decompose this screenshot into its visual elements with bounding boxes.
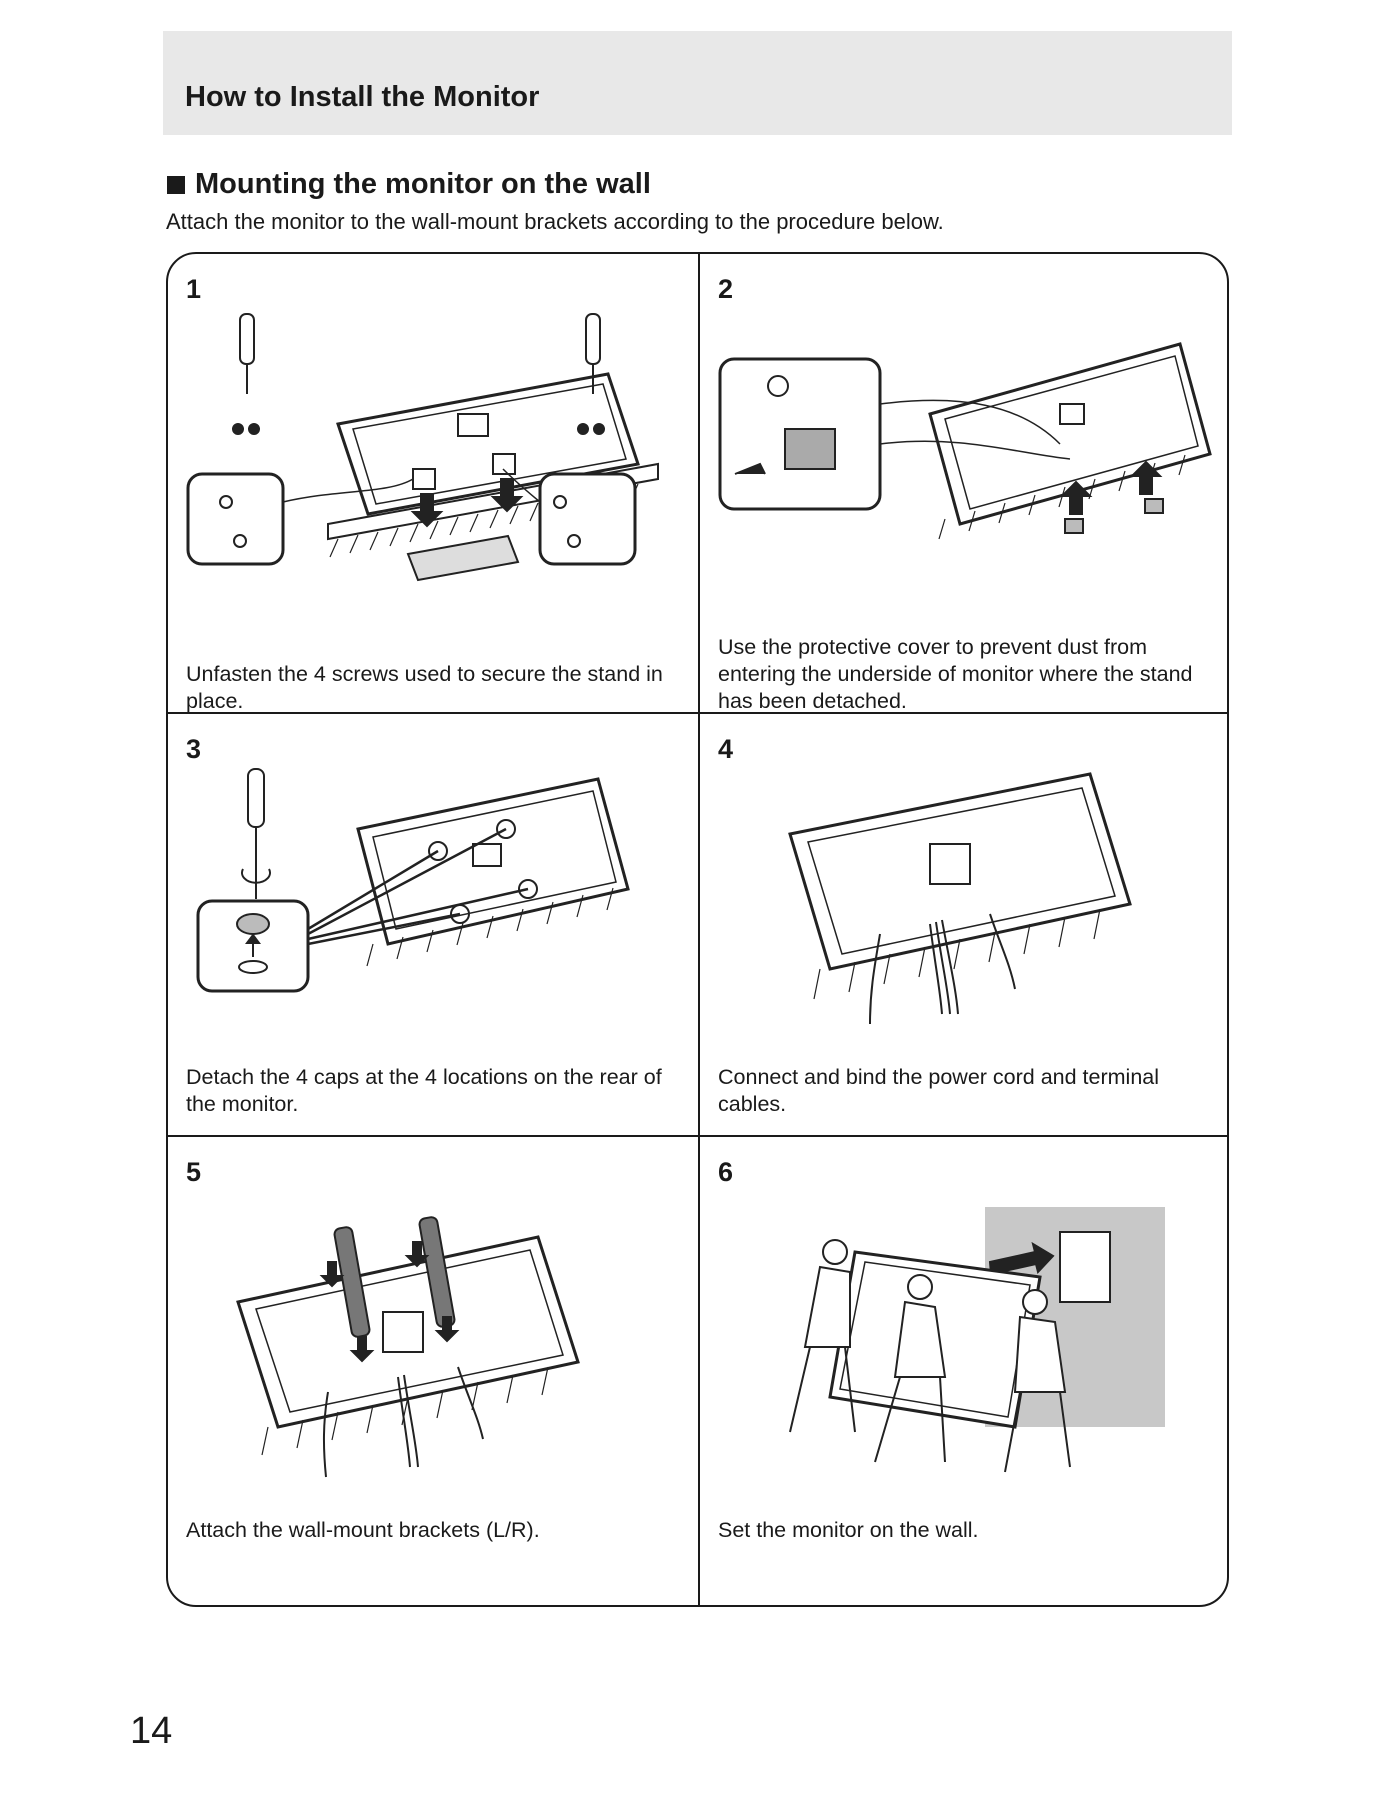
step-6-illustration bbox=[789, 1207, 1165, 1473]
step-number: 4 bbox=[718, 734, 734, 764]
monitor-rear-icon bbox=[356, 777, 630, 946]
header-band: How to Install the Monitor bbox=[163, 31, 1232, 135]
person-1-icon bbox=[789, 1239, 856, 1433]
person-3-icon bbox=[1004, 1289, 1071, 1473]
person-2-icon bbox=[874, 1274, 947, 1463]
protective-cover-icon bbox=[1064, 498, 1164, 534]
zoom-detail-icon bbox=[196, 827, 529, 993]
screwdriver-icon bbox=[239, 313, 601, 394]
cables-icon bbox=[869, 913, 1016, 1025]
step-3: 3 Detach the 4 caps at the 4 locations o… bbox=[168, 714, 698, 1135]
page-number: 14 bbox=[130, 1710, 173, 1752]
step-3-illustration bbox=[196, 768, 630, 993]
step-2-illustration bbox=[718, 342, 1212, 540]
grid-divider-row-2 bbox=[168, 1135, 1227, 1137]
step-5: 5 Attach the wall-mount brackets (L/R). bbox=[168, 1137, 698, 1605]
step-caption: Connect and bind the power cord and term… bbox=[718, 1065, 1160, 1116]
grid-divider-vertical bbox=[698, 254, 700, 1605]
screwdriver-icon bbox=[241, 768, 271, 899]
step-number: 5 bbox=[186, 1157, 202, 1187]
step-caption: Detach the 4 caps at the 4 locations on … bbox=[186, 1065, 662, 1116]
grid-divider-row-1 bbox=[168, 712, 1227, 714]
stand-base-icon bbox=[406, 534, 520, 582]
zoom-detail-right-icon bbox=[502, 468, 637, 566]
steps-grid: 1 Unfasten the 4 screws used to secure t… bbox=[166, 252, 1229, 1607]
step-4-illustration bbox=[788, 772, 1132, 1025]
zoom-detail-icon bbox=[718, 357, 1071, 511]
step-caption: Unfasten the 4 screws used to secure the… bbox=[186, 662, 663, 713]
step-1: 1 Unfasten the 4 screws used to secure t… bbox=[168, 254, 698, 713]
screw-location-icon bbox=[412, 453, 516, 490]
black-square-bullet-icon bbox=[167, 175, 185, 194]
step-caption: Use the protective cover to prevent dust… bbox=[718, 635, 1193, 713]
up-arrow-icon bbox=[1059, 460, 1163, 515]
step-number: 1 bbox=[186, 274, 202, 304]
step-number: 2 bbox=[718, 274, 734, 304]
step-number: 6 bbox=[718, 1157, 734, 1187]
section-intro: Attach the monitor to the wall-mount bra… bbox=[166, 209, 944, 234]
table-surface-icon bbox=[261, 1366, 549, 1456]
monitor-rear-icon bbox=[928, 342, 1212, 526]
monitor-rear-icon bbox=[788, 772, 1132, 971]
step-4: 4 Connect and bind the power cord and te… bbox=[700, 714, 1227, 1135]
section-title: Mounting the monitor on the wall bbox=[167, 168, 651, 201]
screws-icon bbox=[232, 423, 605, 435]
down-arrow-icon bbox=[410, 478, 524, 528]
step-caption: Set the monitor on the wall. bbox=[718, 1518, 979, 1542]
cables-icon bbox=[322, 1366, 484, 1478]
zoom-detail-left-icon bbox=[186, 472, 414, 566]
down-arrow-icon bbox=[319, 1241, 460, 1363]
step-6: 6 Set the monitor on the wall. bbox=[700, 1137, 1227, 1605]
page-header-title: How to Install the Monitor bbox=[185, 81, 540, 113]
step-1-illustration bbox=[186, 313, 659, 582]
step-number: 3 bbox=[186, 734, 202, 764]
table-surface-icon bbox=[813, 908, 1101, 1000]
table-surface-icon bbox=[366, 887, 614, 967]
step-2: 2 Use the protective cover to prevent du… bbox=[700, 254, 1227, 713]
step-5-illustration bbox=[236, 1216, 580, 1478]
section-title-text: Mounting the monitor on the wall bbox=[195, 168, 651, 200]
step-caption: Attach the wall-mount brackets (L/R). bbox=[186, 1518, 540, 1542]
